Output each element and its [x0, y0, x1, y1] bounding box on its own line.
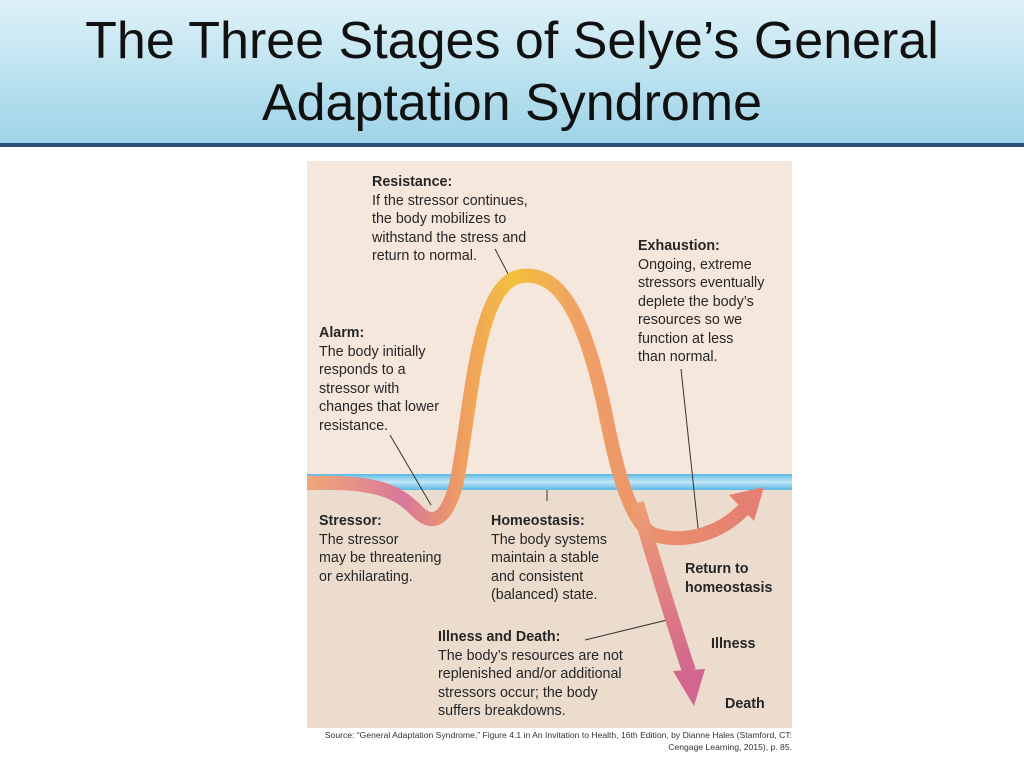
alarm-line: responds to a	[319, 362, 406, 378]
alarm-leader	[389, 434, 432, 506]
illness-death-line: The body’s resources are not	[438, 647, 623, 664]
header-rule	[0, 143, 1024, 147]
alarm-line: changes that lower	[319, 399, 440, 415]
homeostasis-label: Homeostasis: The body systems maintain a…	[491, 512, 607, 605]
alarm-line: stressor with	[319, 380, 400, 397]
exhaustion-line: resources so we	[638, 312, 743, 328]
slide-title-line-2: Adaptation Syndrome	[261, 74, 763, 132]
gas-diagram-graphic	[307, 161, 792, 728]
exhaustion-line: than normal.	[638, 349, 718, 365]
resistance-line: If the stressor continues,	[372, 192, 528, 209]
resistance-line: return to normal.	[372, 248, 477, 264]
source-citation: Source: “General Adaptation Syndrome,” F…	[325, 729, 792, 753]
illness-curve	[630, 501, 696, 674]
alarm-line: resistance.	[319, 417, 389, 434]
slide-header	[0, 0, 1024, 145]
return-label-line: Return to	[685, 561, 749, 577]
exhaustion-line: deplete the body’s	[638, 293, 754, 310]
illness-death-line: replenished and/or additional	[438, 666, 622, 682]
homeostasis-baseline	[307, 474, 792, 490]
exhaustion-line: stressors eventually	[638, 275, 765, 291]
resistance-heading: Resistance:	[372, 174, 453, 190]
illness-death-line: suffers breakdowns.	[438, 703, 566, 719]
homeostasis-line: (balanced) state.	[491, 587, 598, 603]
exhaustion-label: Exhaustion: Ongoing, extreme stressors e…	[638, 237, 764, 367]
alarm-heading: Alarm:	[319, 325, 365, 341]
resistance-line: withstand the stress and	[372, 229, 527, 246]
illness-death-label: Illness and Death: The body’s resources …	[438, 628, 623, 721]
homeostasis-heading: Homeostasis:	[491, 513, 585, 529]
illness-death-leader	[584, 619, 668, 641]
source-line: Source: “General Adaptation Syndrome,” F…	[324, 730, 792, 740]
stressor-line: The stressor	[319, 531, 399, 548]
homeostasis-line: and consistent	[491, 568, 584, 585]
upper-panel	[307, 161, 792, 475]
stressor-label: Stressor: The stressor may be threatenin…	[319, 512, 441, 586]
illness-death-line: stressors occur; the body	[438, 684, 598, 701]
return-to-homeostasis-label: Return to homeostasis	[685, 560, 772, 597]
source-line: Cengage Learning, 2015), p. 85.	[668, 742, 792, 752]
return-label-line: homeostasis	[685, 579, 773, 596]
death-arrowhead	[673, 669, 705, 706]
illness-death-heading: Illness and Death:	[438, 629, 561, 645]
stressor-heading: Stressor:	[319, 513, 382, 529]
illness-label: Illness	[711, 636, 756, 652]
homeostasis-line: maintain a stable	[491, 550, 600, 566]
alarm-line: The body initially	[319, 343, 426, 360]
lower-panel	[307, 475, 792, 728]
exhaustion-leader	[680, 368, 700, 538]
exhaustion-heading: Exhaustion:	[638, 238, 720, 254]
slide-title: The Three Stages of Selye’s General Adap…	[0, 10, 1024, 134]
stressor-line: or exhilarating.	[319, 568, 413, 585]
death-label: Death	[725, 696, 765, 712]
stressor-line: may be threatening	[319, 550, 442, 566]
resistance-label: Resistance: If the stressor continues, t…	[372, 173, 528, 266]
resistance-line: the body mobilizes to	[372, 211, 507, 227]
return-arrowhead	[729, 487, 764, 521]
slide-title-line-1: The Three Stages of Selye’s General	[85, 12, 939, 70]
exhaustion-line: Ongoing, extreme	[638, 256, 752, 273]
homeostasis-line: The body systems	[491, 531, 608, 548]
exhaustion-line: function at less	[638, 330, 734, 347]
alarm-label: Alarm: The body initially responds to a …	[319, 324, 439, 435]
gas-diagram: Resistance: If the stressor continues, t…	[307, 161, 792, 728]
